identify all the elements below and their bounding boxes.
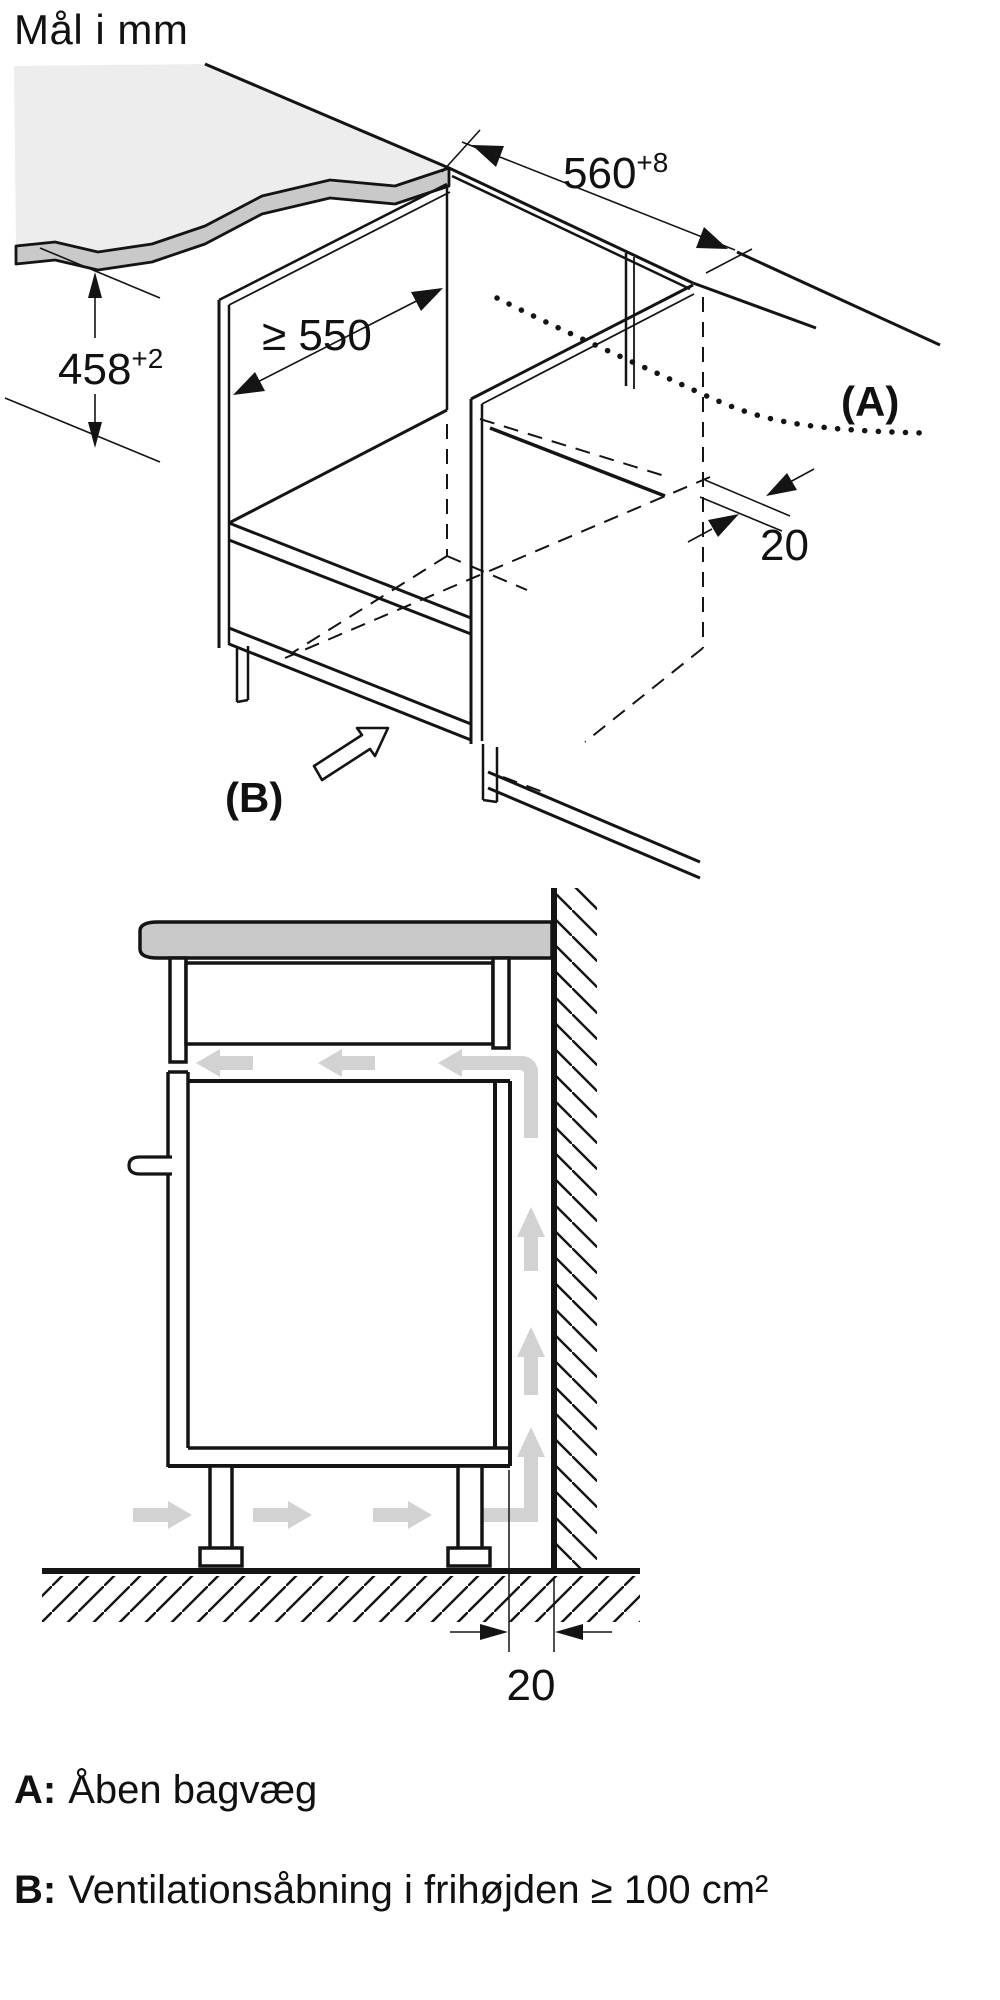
dim-back-gap-20: 20 (687, 468, 815, 570)
svg-text:560+8: 560+8 (563, 147, 668, 198)
worktop-back-edge (204, 62, 450, 170)
floor-hatch (42, 1576, 640, 1622)
airflow-arrow-up-icon (517, 1327, 545, 1395)
door-handle (127, 1155, 172, 1176)
oven-box (127, 1070, 512, 1468)
airflow-arrows (133, 1049, 545, 1529)
dim-depth-550: ≥ 550 (233, 288, 443, 395)
airflow-arrow-right-icon (373, 1501, 432, 1529)
airflow-arrow-up-icon (517, 1207, 545, 1271)
isometric-installation-view: (A) 560+8 ≥ 550 (4, 62, 941, 880)
dim-wall-gap-20: 20 (450, 1470, 612, 1710)
legend-b: B:Ventilationsåbning i frihøjden ≥ 100 c… (14, 1868, 768, 1913)
legend-a-text: Åben bagvæg (68, 1768, 318, 1812)
legs (198, 1464, 492, 1568)
ventilation-arrow-icon (312, 726, 390, 782)
cabinet-niche-frame (217, 166, 941, 880)
airflow-elbow-bottom-icon (480, 1427, 545, 1522)
legend-b-key: B: (14, 1868, 57, 1912)
svg-text:20: 20 (760, 521, 809, 570)
svg-text:≥ 550: ≥ 550 (262, 311, 372, 360)
svg-text:20: 20 (507, 1661, 556, 1710)
label-b-arrow: (B) (225, 726, 390, 821)
worktop (14, 62, 451, 272)
legend-a: A:Åben bagvæg (14, 1768, 317, 1813)
dim-width-560: 560+8 (441, 129, 753, 274)
section-worktop (138, 920, 554, 960)
side-section-view: 20 (42, 888, 640, 1710)
airflow-arrow-left-icon (196, 1049, 253, 1077)
airflow-arrow-right-icon (253, 1501, 312, 1529)
wall-and-floor (42, 888, 640, 1622)
airflow-elbow-top-icon (438, 1049, 538, 1138)
airflow-arrow-right-icon (133, 1501, 192, 1529)
hidden-edges-dashed (284, 297, 711, 793)
svg-text:(B): (B) (225, 774, 283, 821)
wall-hatch (557, 888, 597, 1571)
svg-text:458+2: 458+2 (58, 343, 163, 394)
airflow-arrow-left-icon (318, 1049, 375, 1077)
worktop-surface (14, 64, 449, 252)
worktop-torn-edge (14, 166, 451, 272)
upper-compartment (168, 956, 511, 1064)
dim-height-458: 458+2 (4, 247, 163, 463)
legend-a-key: A: (14, 1768, 57, 1812)
page-title: Mål i mm (14, 6, 189, 53)
label-a: (A) (841, 378, 899, 425)
legend-b-text: Ventilationsåbning i frihøjden ≥ 100 cm² (68, 1868, 769, 1912)
